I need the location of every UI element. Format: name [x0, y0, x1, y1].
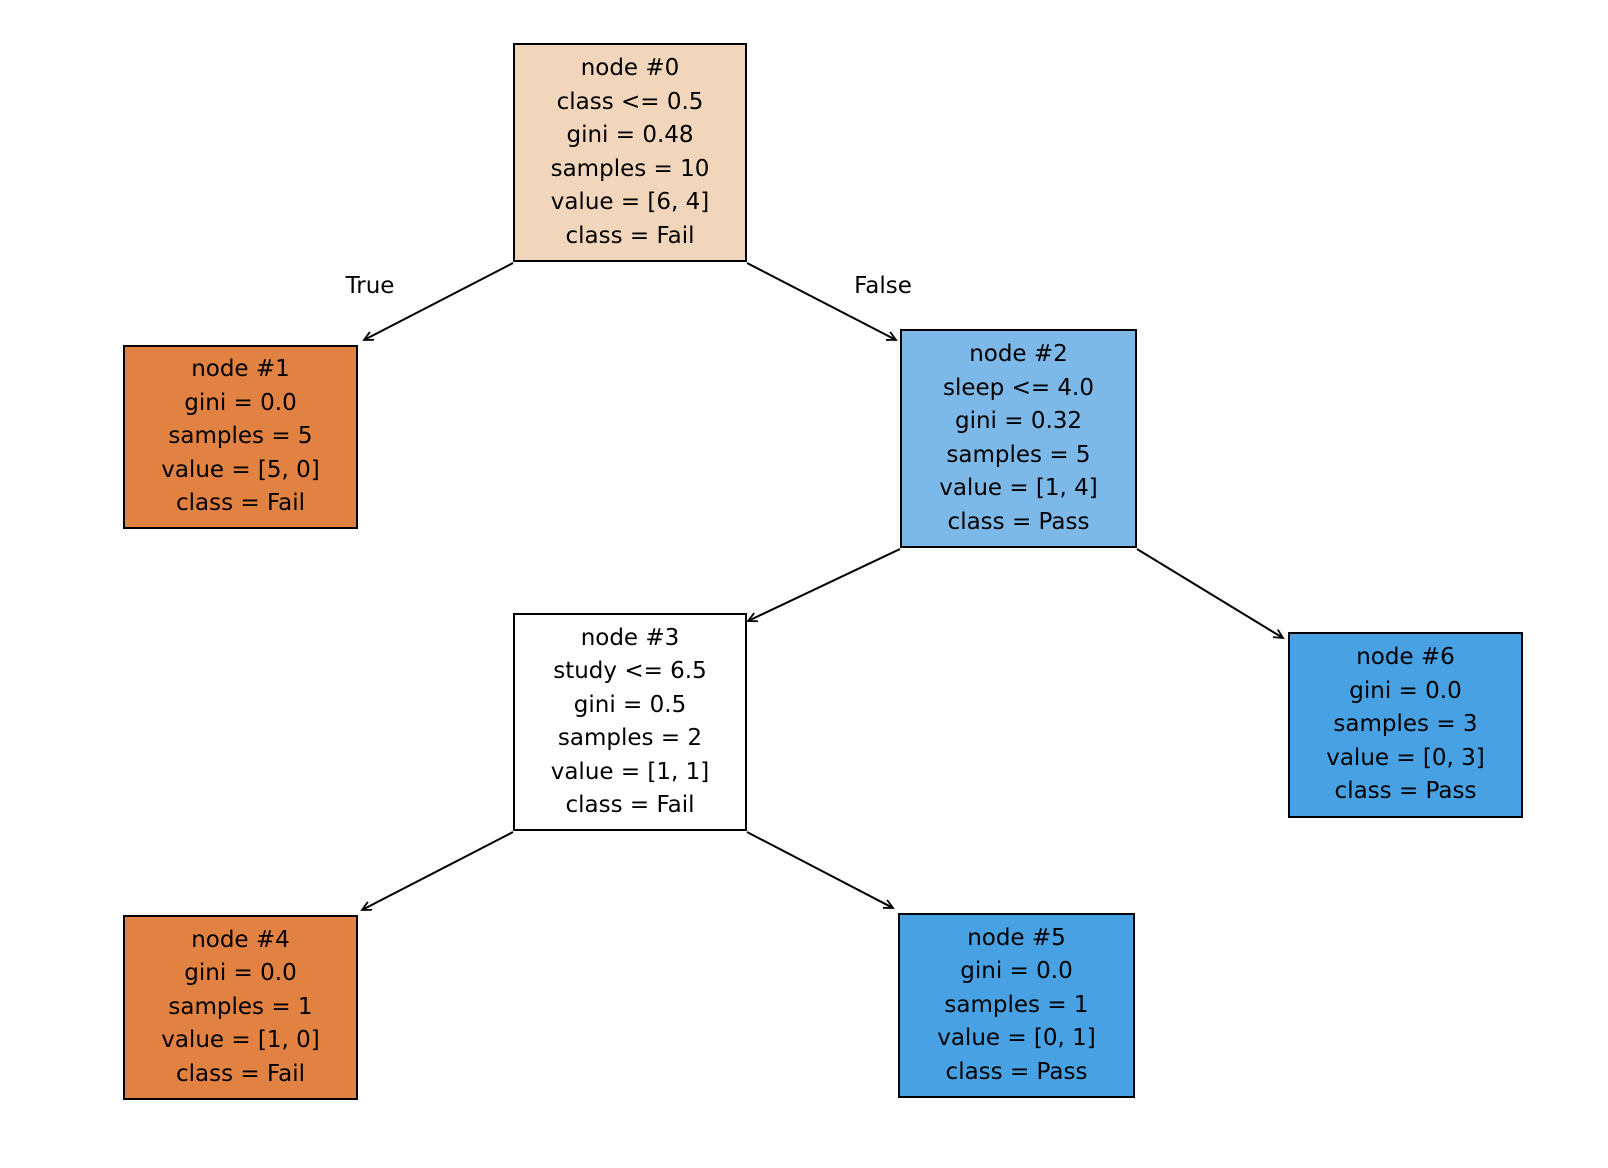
node-1-samples: samples = 5	[168, 423, 313, 450]
node-5-class: class = Pass	[945, 1058, 1088, 1085]
node-0-class: class = Fail	[565, 222, 695, 249]
edge-node3-node4	[362, 831, 514, 910]
node-5-gini: gini = 0.0	[960, 958, 1073, 985]
node-5-title: node #5	[967, 924, 1066, 951]
node-3-title: node #3	[580, 624, 680, 651]
tree-node-2: node #2 sleep <= 4.0 gini = 0.32 samples…	[900, 329, 1137, 548]
tree-node-5: node #5 gini = 0.0 samples = 1 value = […	[898, 913, 1135, 1098]
node-0-split-rule: class <= 0.5	[556, 88, 704, 115]
node-6-samples: samples = 3	[1333, 711, 1478, 738]
node-4-value: value = [1, 0]	[161, 1027, 320, 1054]
node-6-class: class = Pass	[1334, 778, 1477, 805]
node-4-title: node #4	[191, 926, 290, 953]
node-2-class: class = Pass	[947, 508, 1090, 535]
node-6-value: value = [0, 3]	[1326, 744, 1485, 771]
tree-node-1: node #1 gini = 0.0 samples = 5 value = […	[123, 345, 358, 529]
edge-node3-node5	[746, 831, 893, 908]
node-4-samples: samples = 1	[168, 993, 313, 1020]
node-4-gini: gini = 0.0	[184, 960, 297, 987]
edge-node2-node6	[1136, 548, 1283, 638]
node-3-class: class = Fail	[565, 792, 695, 818]
edge-node2-node3	[748, 548, 901, 621]
tree-node-6: node #6 gini = 0.0 samples = 3 value = […	[1288, 632, 1523, 818]
node-0-samples: samples = 10	[550, 155, 710, 182]
node-5-value: value = [0, 1]	[937, 1025, 1096, 1052]
node-3-gini: gini = 0.5	[573, 691, 687, 718]
node-2-samples: samples = 5	[946, 441, 1091, 468]
node-3-samples: samples = 2	[557, 725, 703, 751]
node-6-title: node #6	[1356, 644, 1455, 671]
node-3-split-rule: study <= 6.5	[553, 658, 707, 684]
node-6-gini: gini = 0.0	[1349, 677, 1462, 704]
edge-node0-node1	[364, 262, 514, 340]
node-2-value: value = [1, 4]	[939, 475, 1098, 501]
tree-node-0: node #0 class <= 0.5 gini = 0.48 samples…	[513, 43, 747, 262]
node-0-value: value = [6, 4]	[550, 189, 710, 215]
node-0-title: node #0	[580, 55, 680, 81]
node-2-gini: gini = 0.32	[954, 408, 1083, 434]
tree-node-4: node #4 gini = 0.0 samples = 1 value = […	[123, 915, 358, 1100]
node-1-value: value = [5, 0]	[161, 456, 320, 483]
edge-label-false: False	[854, 273, 912, 299]
node-3-value: value = [1, 1]	[550, 758, 710, 785]
tree-node-3: node #3 study <= 6.5 gini = 0.5 samples …	[513, 613, 747, 831]
node-2-split-rule: sleep <= 4.0	[942, 374, 1095, 401]
node-5-samples: samples = 1	[944, 991, 1089, 1018]
edge-label-true: True	[345, 273, 395, 299]
node-0-gini: gini = 0.48	[566, 122, 694, 148]
node-2-title: node #2	[969, 341, 1068, 367]
edge-node0-node2	[746, 262, 896, 340]
node-1-title: node #1	[191, 356, 290, 383]
node-4-class: class = Fail	[176, 1060, 305, 1087]
node-1-class: class = Fail	[176, 490, 305, 517]
node-1-gini: gini = 0.0	[184, 389, 297, 416]
